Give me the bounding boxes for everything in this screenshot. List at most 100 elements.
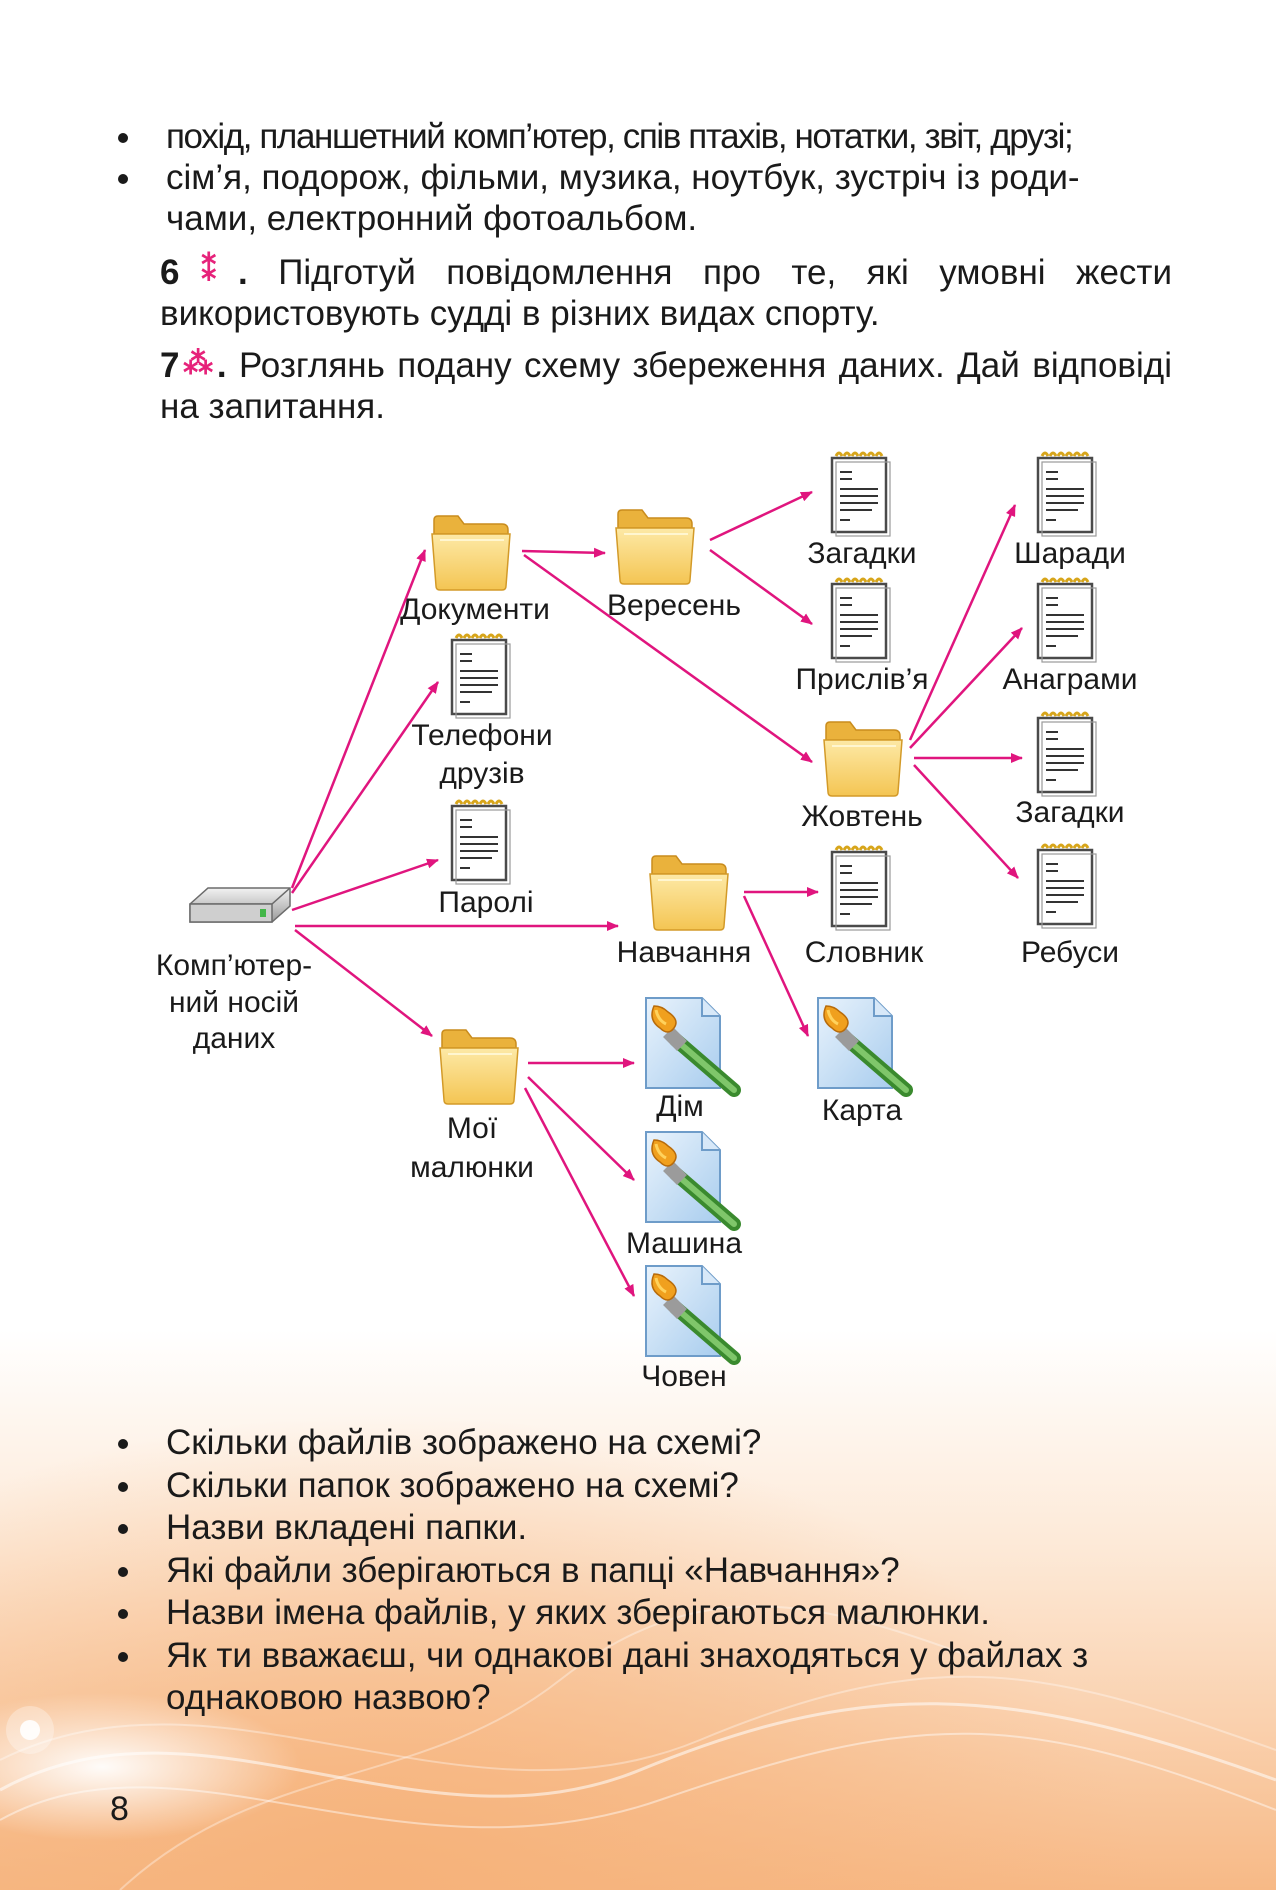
file-label-line: друзів <box>439 757 524 790</box>
text-file-node-zagadky-1: Загадки <box>807 451 917 570</box>
image-file-node-dim: Дім <box>646 998 734 1123</box>
list-item: Назви імена файлів, у яких зберігаються … <box>110 1592 1190 1635</box>
task-7: 7⁂. Розглянь подану схему збереження дан… <box>160 346 1173 426</box>
list-item: Які файли зберігаються в папці «Навчання… <box>110 1550 1190 1593</box>
list-item: сім’я, подорож, фільми, музика, ноутбук,… <box>110 157 1170 239</box>
question-text: Які файли зберігаються в папці «Навчання… <box>166 1550 900 1590</box>
image-file-node-choven: Човен <box>641 1266 734 1393</box>
image-file-icon <box>646 998 734 1090</box>
folder-label: Вересень <box>607 589 741 622</box>
questions-list: Скільки файлів зображено на схемі? Скіль… <box>110 1422 1190 1720</box>
text-file-node-zagadky-2: Загадки <box>1015 711 1125 829</box>
folder-icon <box>649 855 729 931</box>
file-label: Словник <box>805 936 924 969</box>
question-text: Скільки папок зображено на схемі? <box>166 1465 739 1505</box>
intro-bullet-list: похід, планшетний комп’ютер, спів птахів… <box>110 116 1170 239</box>
bullet-icon <box>118 1609 128 1619</box>
task-number: 6 <box>160 253 180 292</box>
text-document-icon <box>1036 451 1098 538</box>
task-text: Розглянь подану схему збереження даних. … <box>160 346 1173 426</box>
file-label: Дім <box>656 1090 704 1123</box>
bullet-icon <box>118 1566 128 1577</box>
arrow-veresen-to-pryslivia <box>709 548 813 626</box>
bullet-icon <box>118 1481 128 1492</box>
question-text: Назви імена файлів, у яких зберігаються … <box>166 1593 990 1632</box>
file-label: Ребуси <box>1021 936 1119 969</box>
folder-node-zhovten: Жовтень <box>801 721 923 833</box>
file-label-line: Телефони <box>411 719 552 752</box>
list-item-text-line: сім’я, подорож, фільми, музика, ноутбук,… <box>166 158 1080 197</box>
file-label: Загадки <box>807 537 916 570</box>
text-document-icon <box>1036 843 1098 930</box>
text-document-icon <box>830 451 892 538</box>
scheme-arrows <box>290 490 1023 1297</box>
root-label-line: даних <box>193 1022 276 1055</box>
folder-icon <box>439 1029 519 1105</box>
text-document-icon <box>1036 577 1098 664</box>
text-file-node-paroli: Паролі <box>438 799 534 919</box>
root-storage-node: Комп’ютер- ний носій даних <box>156 887 312 1055</box>
text-file-node-anagramy: Анаграми <box>1003 577 1138 696</box>
folder-label-line: малюнки <box>410 1151 534 1184</box>
image-file-node-mashyna: Машина <box>626 1132 742 1260</box>
text-document-icon <box>830 845 892 932</box>
arrow-root-to-dokumenty <box>290 549 427 889</box>
folder-label-line: Мої <box>447 1112 498 1145</box>
page-background-glow <box>0 1330 1276 1890</box>
folder-icon <box>823 721 903 797</box>
question-text: Скільки файлів зображено на схемі? <box>166 1423 762 1462</box>
folder-node-moi-maliunky: Мої малюнки <box>410 1029 534 1184</box>
task-number: 7 <box>160 346 180 385</box>
file-label: Шаради <box>1014 537 1126 570</box>
data-storage-scheme: Комп’ютер- ний носій даних Документи Вер… <box>156 451 1138 1393</box>
image-file-icon <box>818 998 906 1090</box>
text-document-icon <box>830 577 892 664</box>
list-item: Скільки файлів зображено на схемі? <box>110 1422 1190 1465</box>
text-document-icon <box>450 799 512 886</box>
bullet-icon <box>118 1651 128 1662</box>
arrow-root-to-telefony <box>290 681 440 894</box>
arrow-dokumenty-to-veresen <box>521 547 606 558</box>
image-file-icon <box>646 1266 734 1358</box>
bullet-icon <box>118 1524 128 1534</box>
folder-node-dokumenty: Документи <box>400 515 550 626</box>
folder-label: Навчання <box>617 936 752 969</box>
decorative-swirl <box>0 1605 1276 1890</box>
arrow-zhovten-to-anagramy <box>909 627 1023 749</box>
bullet-icon <box>118 133 128 143</box>
arrow-zhovten-to-sharady <box>908 504 1017 741</box>
text-file-node-telefony: Телефони друзів <box>411 633 553 790</box>
flower-marker-icon: ⁂ <box>180 347 216 380</box>
folder-icon <box>615 509 695 585</box>
hard-drive-icon <box>189 887 291 923</box>
file-label: Прислів’я <box>795 663 928 696</box>
list-item: Назви вкладені папки. <box>110 1507 1190 1550</box>
arrow-navchannia-to-karta <box>742 895 810 1037</box>
list-item-text: похід, планшетний комп’ютер, спів птахів… <box>166 117 1074 156</box>
question-text: Як ти вважаєш, чи однакові дані знаходят… <box>166 1635 1089 1718</box>
arrow-moi-to-choven <box>523 1087 636 1297</box>
task-text: Підготуй повідомлення про те, які умовні… <box>160 253 1172 333</box>
list-item: Скільки папок зображено на схемі? <box>110 1465 1190 1508</box>
list-item: похід, планшетний комп’ютер, спів птахів… <box>110 116 1170 157</box>
bullet-icon <box>118 1439 128 1449</box>
bullet-icon <box>118 174 128 184</box>
text-file-node-sharady: Шаради <box>1014 451 1126 570</box>
arrow-root-to-paroli <box>291 858 439 912</box>
arrow-zhovten-to-rebusy <box>913 764 1019 879</box>
file-label: Карта <box>822 1094 903 1127</box>
list-item: Як ти вважаєш, чи однакові дані знаходят… <box>110 1635 1190 1720</box>
folder-label: Жовтень <box>801 800 923 833</box>
text-file-node-slovnyk: Словник <box>805 845 924 969</box>
root-label-line: Комп’ютер- <box>156 949 312 982</box>
arrow-moi-to-mashyna <box>527 1076 635 1181</box>
text-document-icon <box>450 633 512 720</box>
image-file-icon <box>646 1132 734 1224</box>
root-label-line: ний носій <box>169 986 299 1019</box>
file-label: Анаграми <box>1003 663 1138 696</box>
file-label: Загадки <box>1015 796 1124 829</box>
text-file-node-pryslivia: Прислів’я <box>795 577 929 696</box>
file-label: Човен <box>641 1360 727 1393</box>
text-file-node-rebusy: Ребуси <box>1021 843 1119 969</box>
arrow-veresen-to-zagadky <box>709 490 813 542</box>
